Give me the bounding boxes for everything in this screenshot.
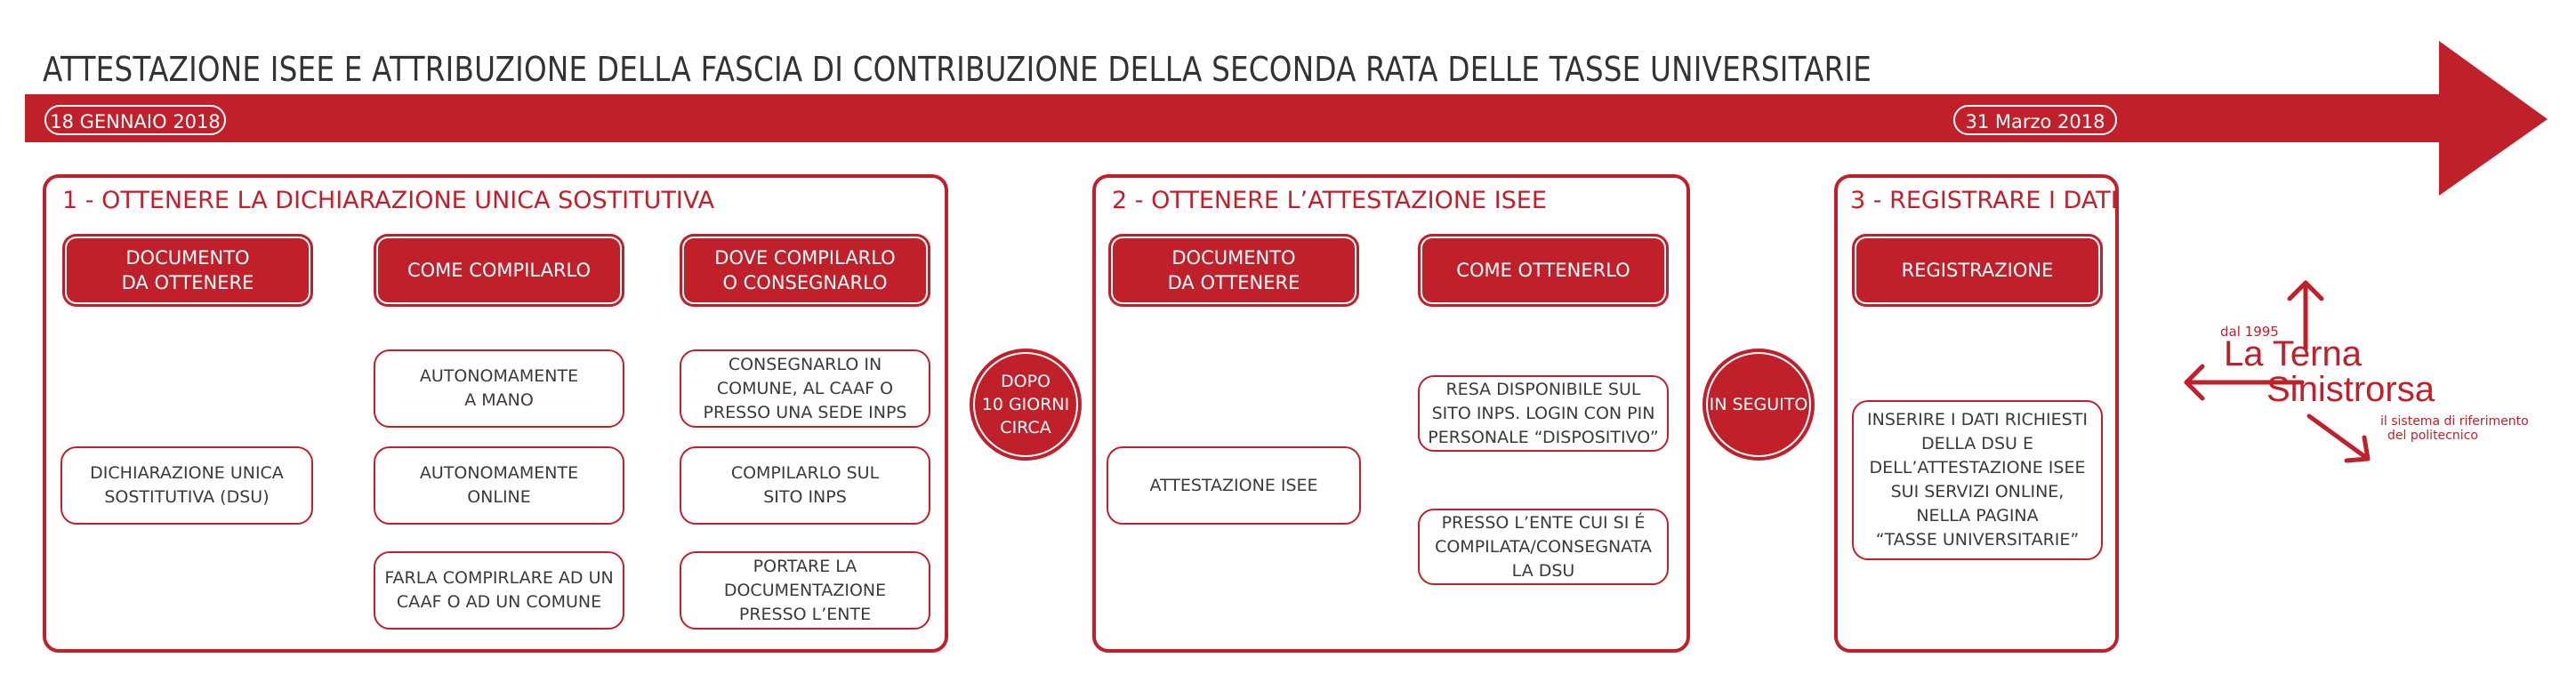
step1-title: 1 - OTTENERE LA DICHIARAZIONE UNICA SOST… bbox=[62, 187, 715, 214]
place-ente-node: PORTARE LA DOCUMENTAZIONE PRESSO L’ENTE bbox=[680, 551, 930, 630]
connector-afterwards: IN SEGUITO bbox=[1703, 349, 1815, 461]
logo-line1: La Terna bbox=[2224, 334, 2362, 373]
place-comune-node: CONSEGNARLO IN COMUNE, AL CAAF O PRESSO … bbox=[680, 349, 930, 428]
end-date: 31 Marzo 2018 bbox=[1953, 105, 2117, 135]
step1-header-how: COME COMPILARLO bbox=[374, 234, 624, 307]
step2-header-document: DOCUMENTO DA OTTENERE bbox=[1108, 234, 1359, 307]
logo-arrows-icon bbox=[2184, 280, 2371, 463]
method-manual-node: AUTONOMAMENTE A MANO bbox=[374, 349, 624, 428]
method-online-node: AUTONOMAMENTE ONLINE bbox=[374, 446, 624, 525]
logo-tagline1: il sistema di riferimento bbox=[2380, 414, 2529, 429]
connector-after-10-days: DOPO 10 GIORNI CIRCA bbox=[970, 349, 1082, 461]
step3-header-registration: REGISTRAZIONE bbox=[1852, 234, 2103, 307]
step2-title: 2 - OTTENERE L’ATTESTAZIONE ISEE bbox=[1112, 187, 1547, 214]
step2-header-how: COME OTTENERLO bbox=[1418, 234, 1669, 307]
dsu-document-node: DICHIARAZIONE UNICA SOSTITUTIVA (DSU) bbox=[60, 446, 313, 525]
logo-tagline2: del politecnico bbox=[2387, 429, 2478, 443]
step1-header-where: DOVE COMPILARLO O CONSEGNARLO bbox=[680, 234, 930, 307]
method-caaf-node: FARLA COMPIRLARE AD UN CAAF O AD UN COMU… bbox=[374, 551, 624, 630]
step1-header-document: DOCUMENTO DA OTTENERE bbox=[62, 234, 313, 307]
start-date: 18 GENNAIO 2018 bbox=[44, 105, 226, 135]
place-inps-node: COMPILARLO SUL SITO INPS bbox=[680, 446, 930, 525]
logo-la-terna-sinistrorsa: dal 1995 La Terna Sinistrorsa il sistema… bbox=[2178, 274, 2529, 469]
isee-method-ente-node: PRESSO L’ENTE CUI SI É COMPILATA/CONSEGN… bbox=[1418, 509, 1669, 585]
logo-since: dal 1995 bbox=[2220, 324, 2279, 340]
page-title: ATTESTAZIONE ISEE E ATTRIBUZIONE DELLA F… bbox=[43, 50, 1872, 89]
logo-line2: Sinistrorsa bbox=[2266, 370, 2435, 409]
isee-document-node: ATTESTAZIONE ISEE bbox=[1107, 446, 1361, 525]
step3-instructions: INSERIRE I DATI RICHIESTI DELLA DSU E DE… bbox=[1852, 400, 2103, 560]
isee-method-online-node: RESA DISPONIBILE SUL SITO INPS. LOGIN CO… bbox=[1418, 375, 1669, 452]
step3-title: 3 - REGISTRARE I DATI bbox=[1850, 187, 2118, 214]
